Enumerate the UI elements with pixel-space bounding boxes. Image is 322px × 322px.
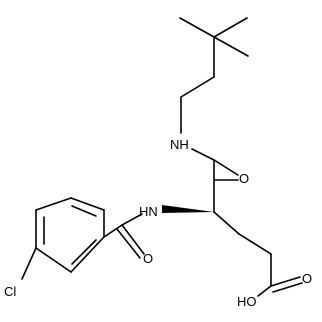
bond-ch2-ch2 — [180, 76, 215, 98]
atom-hn-left: HN — [139, 204, 158, 219]
atom-o-acid: O — [302, 271, 312, 286]
bond-benzoyl-c-o-1 — [121, 224, 145, 255]
ring-bond-2 — [70, 197, 105, 211]
bond-acid-c-oh — [257, 285, 272, 297]
atom-o-amide-left: O — [143, 251, 153, 266]
bond-hn-benzoyl-c — [121, 213, 143, 226]
ring-bond-5 — [35, 247, 72, 273]
bond-nh-amide-c — [191, 148, 215, 161]
ring-double-1 — [71, 205, 97, 217]
bond-acid-c-o-1 — [270, 276, 301, 287]
bond-tbutyl-methyl-3 — [213, 36, 249, 57]
bond-ring-cl — [21, 247, 37, 280]
ring-bond-3 — [35, 197, 72, 211]
ring-double-3 — [71, 239, 97, 265]
atom-cl: Cl — [4, 284, 16, 299]
atom-ho-acid: HO — [237, 294, 257, 309]
bond-ch2-ch2-acid — [238, 233, 272, 255]
atom-o-amide-top: O — [239, 171, 249, 186]
bond-tbutyl-methyl-1 — [179, 17, 215, 38]
bond-chiral-ch2 — [213, 211, 240, 235]
bond-amide-c-o-1 — [213, 159, 239, 176]
bond-acid-c-o-2 — [272, 282, 303, 293]
bond-benzoyl-c-ring — [103, 224, 123, 238]
atom-nh-top: NH — [170, 137, 189, 152]
ring-bond-6 — [70, 236, 105, 273]
bond-benzoyl-c-o-2 — [116, 228, 141, 259]
bond-tbutyl-methyl-2 — [213, 17, 248, 38]
wedge-bond-chiral-nh — [162, 205, 214, 213]
